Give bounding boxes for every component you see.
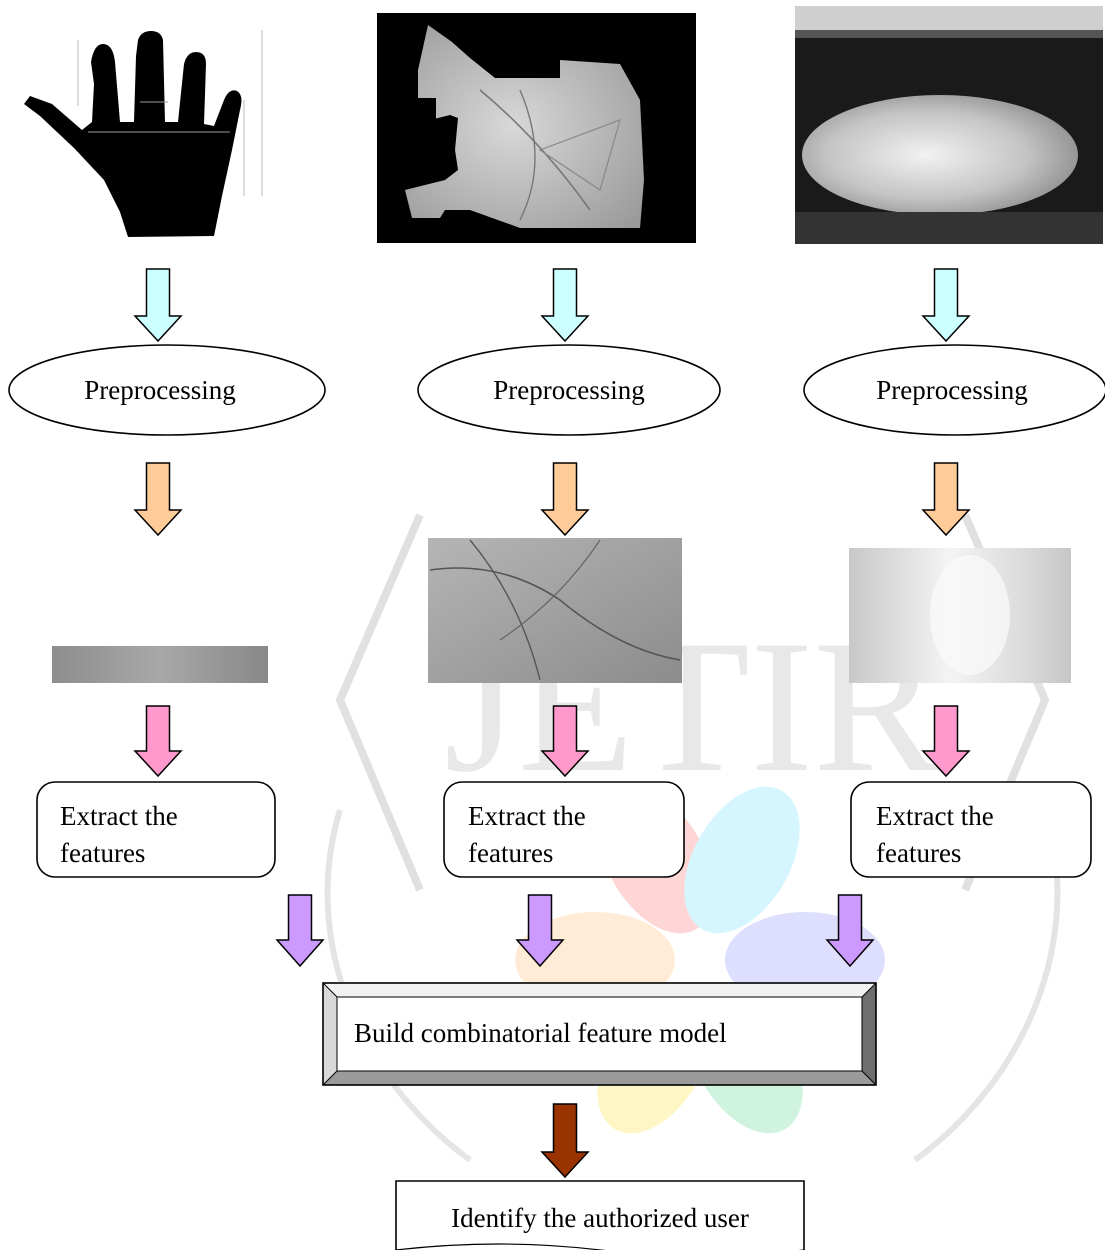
svg-text:Preprocessing: Preprocessing (493, 375, 644, 405)
extract-features-node: Extract the features (851, 782, 1091, 877)
arrow-down-icon (135, 463, 181, 535)
svg-text:Extract the: Extract the (60, 801, 178, 831)
finger-roi-image (849, 548, 1071, 683)
hand-roi-strip-image (52, 646, 268, 683)
finger-image (795, 6, 1103, 244)
svg-text:features: features (60, 838, 145, 868)
svg-text:Extract the: Extract the (468, 801, 586, 831)
arrow-down-icon (135, 706, 181, 776)
preprocessing-node: Preprocessing (418, 345, 720, 435)
arrow-down-icon (542, 463, 588, 535)
extract-features-node: Extract the features (37, 782, 275, 877)
extract-features-node: Extract the features (444, 782, 684, 877)
identify-user-node: Identify the authorized user (396, 1181, 804, 1250)
hand-geometry-image (24, 30, 262, 237)
svg-text:Extract the: Extract the (876, 801, 994, 831)
svg-text:Preprocessing: Preprocessing (84, 375, 235, 405)
arrow-down-icon (542, 269, 588, 341)
palmprint-image (377, 13, 696, 243)
arrow-down-icon (277, 895, 323, 966)
svg-text:features: features (468, 838, 553, 868)
palm-roi-image (428, 538, 682, 683)
combinatorial-model-node: Build combinatorial feature model (323, 983, 876, 1085)
arrow-down-icon (923, 269, 969, 341)
arrow-down-icon (923, 463, 969, 535)
svg-text:Build combinatorial feature mo: Build combinatorial feature model (354, 1018, 727, 1048)
arrow-down-icon (135, 269, 181, 341)
svg-text:Preprocessing: Preprocessing (876, 375, 1027, 405)
svg-text:Identify the authorized user: Identify the authorized user (451, 1203, 749, 1233)
arrow-down-icon (542, 1104, 588, 1177)
preprocessing-node: Preprocessing (804, 345, 1105, 435)
svg-text:features: features (876, 838, 961, 868)
preprocessing-node: Preprocessing (9, 345, 325, 435)
